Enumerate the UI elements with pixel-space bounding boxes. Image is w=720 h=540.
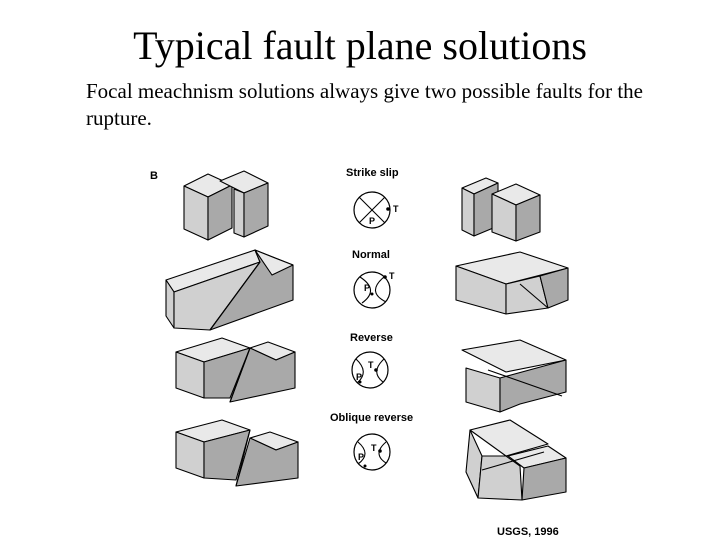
oblique-reverse-beachball: T P — [354, 434, 390, 470]
reverse-label: Reverse — [350, 332, 393, 344]
oblique-reverse-block-right — [466, 420, 566, 500]
reverse-t-label: T — [368, 360, 374, 370]
reverse-p-label: P — [356, 372, 362, 382]
panel-letter: B — [150, 170, 158, 182]
reverse-beachball: T P — [352, 352, 388, 388]
oblique-reverse-block-left — [176, 420, 298, 486]
normal-t-label: T — [389, 271, 395, 281]
strike-slip-label: Strike slip — [346, 167, 399, 179]
credit-label: USGS, 1996 — [497, 526, 559, 538]
strike-slip-block-left — [184, 171, 268, 240]
normal-block-right — [456, 252, 568, 314]
normal-beachball: T P — [354, 271, 395, 308]
normal-label: Normal — [352, 249, 390, 261]
strike-slip-beachball: T P — [354, 192, 399, 228]
oblique-reverse-label: Oblique reverse — [330, 412, 413, 424]
strike-slip-p-label: P — [369, 216, 375, 226]
reverse-block-left — [176, 338, 295, 402]
oblique-reverse-p-label: P — [358, 452, 364, 462]
normal-block-left — [166, 250, 293, 330]
strike-slip-block-right — [462, 178, 540, 241]
strike-slip-t-label: T — [393, 204, 399, 214]
normal-p-label: P — [364, 283, 370, 293]
reverse-block-right — [462, 340, 566, 412]
oblique-reverse-t-label: T — [371, 443, 377, 453]
